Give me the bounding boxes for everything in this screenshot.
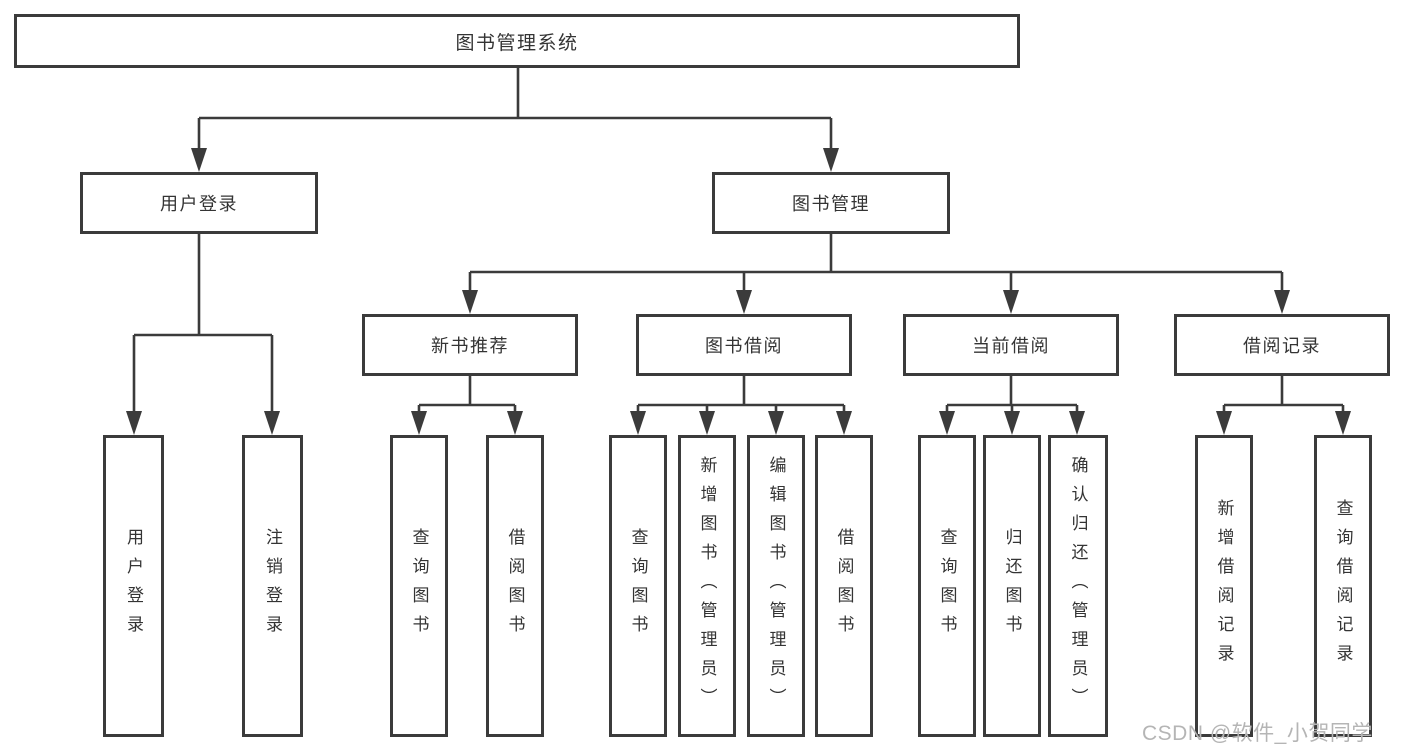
node-label: 查询图书 — [409, 528, 429, 644]
leaf-query-borrow-record: 查询借阅记录 — [1314, 435, 1372, 737]
leaf-borrow-books: 借阅图书 — [486, 435, 544, 737]
node-label: 借阅图书 — [505, 528, 525, 644]
node-label: 新增借阅记录 — [1214, 499, 1234, 673]
arrow-down-icon — [1335, 411, 1351, 435]
arrow-down-icon — [126, 411, 142, 435]
node-label: 图书管理 — [792, 194, 870, 214]
arrow-down-icon — [939, 411, 955, 435]
connector-paths — [132, 68, 1345, 415]
node-label: 新增图书（管理员） — [697, 455, 717, 717]
node-label: 注销登录 — [263, 528, 282, 644]
arrow-down-icon — [191, 148, 207, 172]
csdn-watermark: CSDN @软件_小贺同学 — [1142, 722, 1373, 745]
node-book-management: 图书管理 — [712, 172, 950, 234]
leaf-add-borrow-record: 新增借阅记录 — [1195, 435, 1253, 737]
leaf-logout: 注销登录 — [242, 435, 303, 737]
node-label: 借阅图书 — [834, 528, 854, 644]
arrow-down-icon — [1216, 411, 1232, 435]
arrow-down-icon — [630, 411, 646, 435]
leaf-return-books: 归还图书 — [983, 435, 1041, 737]
node-label: 查询图书 — [937, 528, 957, 644]
node-current-borrow: 当前借阅 — [903, 314, 1119, 376]
node-new-book-recommend: 新书推荐 — [362, 314, 578, 376]
arrow-down-icon — [699, 411, 715, 435]
node-label: 查询图书 — [628, 528, 648, 644]
node-library-management-system: 图书管理系统 — [14, 14, 1020, 68]
arrowheads — [126, 148, 1351, 435]
node-borrow-records: 借阅记录 — [1174, 314, 1390, 376]
node-label: 图书管理系统 — [455, 32, 579, 54]
node-label: 图书借阅 — [705, 336, 783, 356]
arrow-down-icon — [768, 411, 784, 435]
arrow-down-icon — [264, 411, 280, 435]
arrow-down-icon — [1003, 290, 1019, 314]
node-label: 新书推荐 — [431, 336, 509, 356]
arrow-down-icon — [836, 411, 852, 435]
arrow-down-icon — [736, 290, 752, 314]
arrow-down-icon — [462, 290, 478, 314]
leaf-borrow-books: 借阅图书 — [815, 435, 873, 737]
node-book-borrow: 图书借阅 — [636, 314, 852, 376]
leaf-query-books: 查询图书 — [390, 435, 448, 737]
node-label: 查询借阅记录 — [1333, 499, 1353, 673]
node-label: 编辑图书（管理员） — [766, 455, 786, 717]
leaf-query-books: 查询图书 — [609, 435, 667, 737]
arrow-down-icon — [507, 411, 523, 435]
arrow-down-icon — [1069, 411, 1085, 435]
arrow-down-icon — [1004, 411, 1020, 435]
leaf-add-book-admin: 新增图书（管理员） — [678, 435, 736, 737]
leaf-user-login: 用户登录 — [103, 435, 164, 737]
arrow-down-icon — [411, 411, 427, 435]
node-label: 归还图书 — [1002, 528, 1022, 644]
arrow-down-icon — [823, 148, 839, 172]
node-label: 当前借阅 — [972, 336, 1050, 356]
node-label: 确认归还（管理员） — [1068, 455, 1088, 717]
arrow-down-icon — [1274, 290, 1290, 314]
node-label: 用户登录 — [160, 194, 238, 214]
node-label: 借阅记录 — [1243, 336, 1321, 356]
leaf-edit-book-admin: 编辑图书（管理员） — [747, 435, 805, 737]
node-user-login: 用户登录 — [80, 172, 318, 234]
leaf-query-books: 查询图书 — [918, 435, 976, 737]
node-label: 用户登录 — [124, 528, 143, 644]
leaf-confirm-return-admin: 确认归还（管理员） — [1048, 435, 1108, 737]
